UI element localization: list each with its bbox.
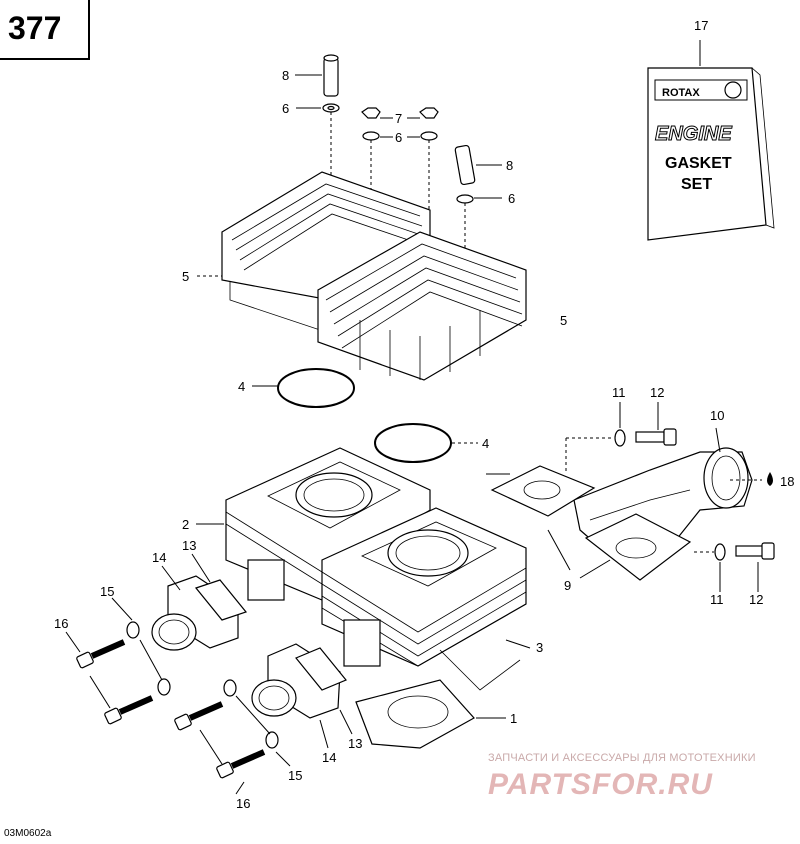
drawing-code: 03M0602a: [4, 828, 52, 839]
base-gasket: [355, 679, 475, 749]
callout-17: 17: [694, 18, 708, 33]
washer-15b: [157, 678, 171, 696]
callout-18: 18: [780, 474, 794, 489]
washer-15d: [265, 731, 279, 749]
head-gasket-rear: [277, 368, 355, 408]
callout-13b: 13: [348, 736, 362, 751]
kit-line2: GASKET: [665, 155, 732, 172]
watermark-tagline: ЗАПЧАСТИ И АКСЕССУАРЫ ДЛЯ МОТОТЕХНИКИ: [488, 752, 756, 764]
callout-7: 7: [395, 111, 402, 126]
exhaust-gasket-upper: [490, 465, 596, 517]
lubricant-drop-icon: [767, 472, 773, 486]
callout-15a: 15: [100, 584, 114, 599]
watermark-logo: PARTSFOR.RU: [488, 768, 713, 801]
callout-6b: 6: [395, 130, 402, 145]
callout-14b: 14: [322, 750, 336, 765]
callout-11a: 11: [612, 385, 626, 400]
head-gasket-front: [374, 423, 452, 463]
cylinder-head-front: [317, 231, 527, 381]
callout-8a: 8: [282, 68, 289, 83]
callout-5b: 5: [560, 313, 567, 328]
exhaust-gasket-lower: [584, 513, 692, 581]
washer-15c: [223, 679, 237, 697]
callout-8b: 8: [506, 158, 513, 173]
callout-10: 10: [710, 408, 724, 423]
manifold-bolt-upper: [565, 402, 677, 474]
callout-9: 9: [564, 578, 571, 593]
callout-16b: 16: [236, 796, 250, 811]
gasket-kit-package: ROTAX ENGINE GASKET SET: [647, 40, 775, 241]
intake-socket-upper: [151, 575, 248, 651]
rotax-logo-icon: [724, 81, 742, 99]
kit-brand: ROTAX: [662, 87, 700, 99]
callout-6a: 6: [282, 101, 289, 116]
callout-14a: 14: [152, 550, 166, 565]
callout-12a: 12: [650, 385, 664, 400]
kit-line3: SET: [681, 176, 712, 193]
callout-4b: 4: [482, 436, 489, 451]
callout-15b: 15: [288, 768, 302, 783]
manifold-bolt-lower: [694, 542, 775, 592]
callout-13a: 13: [182, 538, 196, 553]
stud-left: [322, 54, 340, 210]
page-number-box: 377: [0, 0, 90, 60]
nuts-center: [361, 107, 439, 225]
intake-bolts: [76, 639, 266, 779]
callout-4a: 4: [238, 379, 245, 394]
callout-5a: 5: [182, 269, 189, 284]
callout-6c: 6: [508, 191, 515, 206]
stud-right: [454, 144, 476, 275]
washer-15a: [126, 621, 140, 639]
callout-16a: 16: [54, 616, 68, 631]
callout-11b: 11: [710, 592, 724, 607]
intake-socket-lower: [251, 643, 347, 719]
callout-12b: 12: [749, 592, 763, 607]
kit-line1: ENGINE: [655, 123, 732, 145]
callout-1: 1: [510, 711, 517, 726]
page-number: 377: [8, 10, 62, 46]
cylinder-front: [321, 507, 527, 691]
callout-2: 2: [182, 517, 189, 532]
callout-3: 3: [536, 640, 543, 655]
